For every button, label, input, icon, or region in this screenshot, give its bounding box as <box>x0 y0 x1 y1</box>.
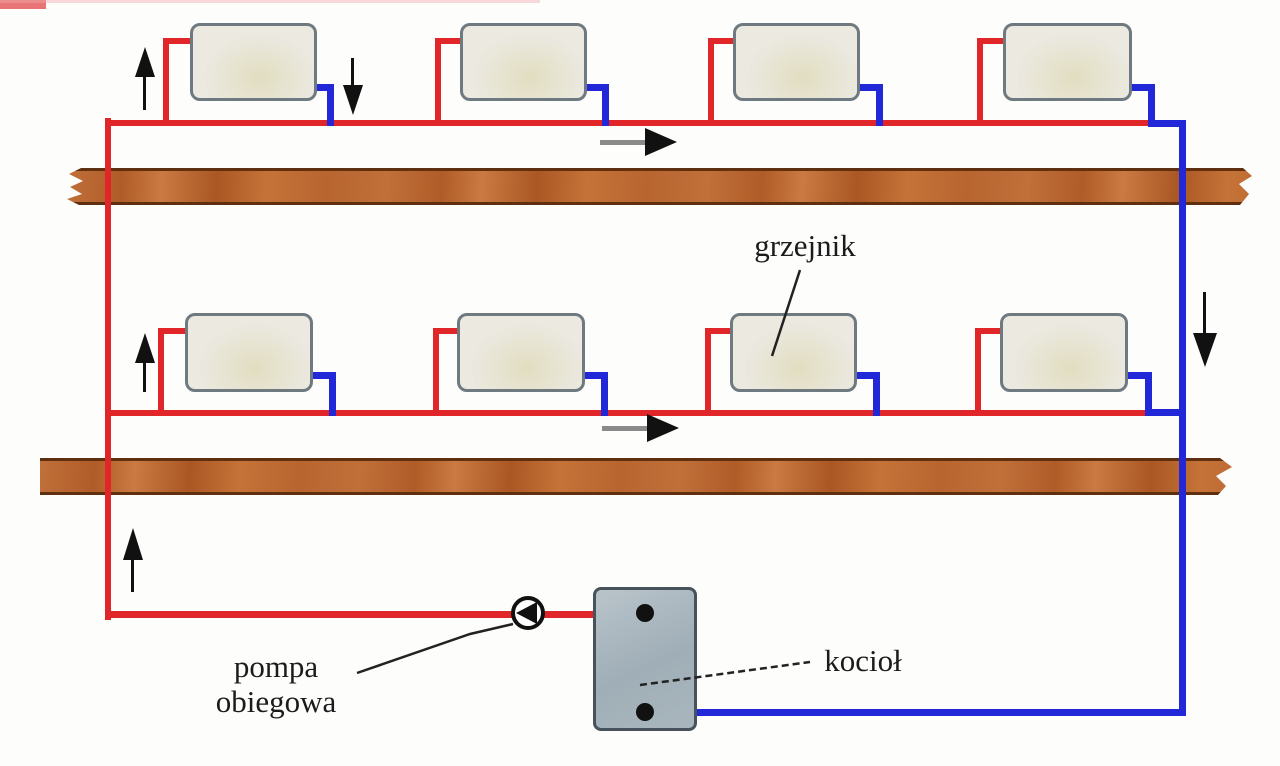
supply-pipe-to-pump <box>105 611 642 618</box>
supply-riser-left <box>105 118 111 620</box>
radiator-feed <box>705 330 711 416</box>
return-pipe-to-boiler <box>645 709 1186 716</box>
radiator-return <box>327 84 334 126</box>
down-arrow-icon <box>1193 292 1217 367</box>
radiator-label: grzejnik <box>754 228 856 263</box>
pump-label-line2: obiegowa <box>215 684 337 719</box>
radiator-return <box>1145 409 1186 416</box>
radiator-return <box>583 372 608 379</box>
radiator <box>1000 313 1128 392</box>
radiator-feed <box>975 328 1006 334</box>
return-riser-right <box>1179 120 1186 716</box>
radiator-return <box>856 84 883 91</box>
down-arrow-icon <box>343 58 363 115</box>
radiator-return <box>873 372 880 416</box>
radiator <box>1003 23 1132 101</box>
radiator <box>730 313 857 392</box>
radiator-return <box>329 372 336 416</box>
boiler-label: kocioł <box>824 643 902 678</box>
up-arrow-icon <box>123 528 143 592</box>
radiator-feed <box>163 40 169 126</box>
radiator <box>185 313 313 392</box>
scan-artifact <box>0 0 540 3</box>
boiler-return-port <box>636 703 654 721</box>
radiator-feed <box>977 38 1009 44</box>
radiator-feed <box>433 330 439 416</box>
radiator <box>460 23 587 101</box>
radiator-return <box>1148 120 1186 127</box>
radiator <box>733 23 860 101</box>
circulation-pump <box>511 596 545 630</box>
radiator-return <box>602 84 609 126</box>
floor-slab-upper <box>67 168 1252 205</box>
radiator-feed <box>158 330 164 416</box>
radiator-return <box>1126 372 1152 379</box>
radiator-feed <box>435 38 466 44</box>
radiator-feed <box>975 330 981 416</box>
pump-impeller-icon <box>516 602 537 624</box>
pump-label: pompa obiegowa <box>196 649 356 719</box>
boiler-supply-port <box>636 604 654 622</box>
radiator-return <box>1129 84 1155 91</box>
radiator-feed <box>435 40 441 126</box>
flow-arrow-icon <box>602 414 679 442</box>
radiator-return <box>311 372 336 379</box>
radiator <box>190 23 317 101</box>
radiator-feed <box>158 328 191 334</box>
supply-main-floor2 <box>105 120 1151 126</box>
radiator-feed <box>708 40 714 126</box>
supply-main-floor1 <box>105 410 1151 416</box>
radiator-feed <box>433 328 463 334</box>
radiator-feed <box>163 38 196 44</box>
radiator-return <box>313 84 334 91</box>
up-arrow-icon <box>135 47 155 110</box>
radiator-return <box>855 372 880 379</box>
scan-artifact <box>0 0 46 9</box>
radiator-return <box>601 372 608 416</box>
radiator-return <box>1145 372 1152 412</box>
pump-label-line1: pompa <box>233 649 319 684</box>
radiator-feed <box>977 40 983 126</box>
radiator-return <box>876 84 883 126</box>
pump-pointer-line <box>356 622 514 675</box>
up-arrow-icon <box>135 333 155 392</box>
radiator-return <box>1148 84 1155 124</box>
radiator-return <box>583 84 609 91</box>
flow-arrow-icon <box>600 128 677 156</box>
radiator <box>457 313 585 392</box>
radiator-feed <box>705 328 736 334</box>
floor-slab-lower <box>40 458 1232 495</box>
radiator-feed <box>708 38 739 44</box>
